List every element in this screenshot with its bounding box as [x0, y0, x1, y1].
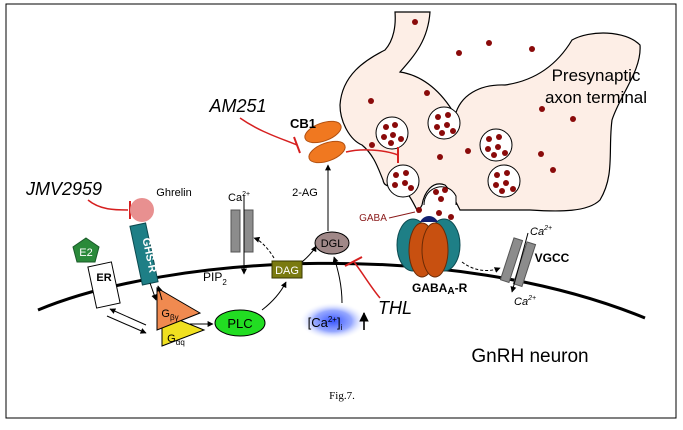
- er-label: ER: [96, 272, 111, 284]
- ca-to-dgl-arrow: [332, 256, 343, 304]
- gaba-dot: [456, 50, 462, 56]
- figure-caption: Fig.7.: [329, 390, 355, 402]
- gaba-dot: [550, 167, 556, 173]
- am251-label: AM251: [208, 96, 266, 116]
- gaba-dot: [424, 90, 430, 96]
- gaba-pointer: [388, 211, 416, 219]
- gaba-dot: [437, 154, 443, 160]
- gaba-a-r-label: GABAA-R: [412, 281, 468, 297]
- dgl-enzyme: [314, 231, 350, 255]
- cb1-label: CB1: [290, 116, 316, 131]
- vgcc-channel-left: [499, 237, 524, 284]
- dag-label: DAG: [275, 265, 299, 277]
- thl-label: THL: [378, 298, 412, 318]
- dag-to-dgl-arrow: [301, 245, 317, 263]
- vesicle: [427, 106, 461, 140]
- am251-inhibition-line: [239, 117, 298, 146]
- cb1-receptor-upper: [304, 120, 342, 144]
- er-receptor: [87, 261, 121, 309]
- vgcc-ca-bottom-label: Ca2+: [514, 295, 536, 308]
- scattered-gaba-dots: [368, 19, 576, 173]
- two-ag-label: 2-AG: [292, 187, 318, 199]
- gaba-dot: [486, 40, 492, 46]
- presynaptic-label-line2: axon terminal: [545, 88, 647, 107]
- thl-inhibition-line: [353, 261, 381, 299]
- vesicle: [386, 164, 420, 198]
- gaba-dot: [529, 46, 535, 52]
- g-beta-gamma-subunit: [156, 287, 202, 331]
- gaba-dot: [369, 142, 375, 148]
- am251-inhibition-bar: [293, 136, 301, 154]
- vgcc-ca-top-label: Ca2+: [530, 225, 552, 238]
- ca-channel-right: [243, 209, 254, 253]
- ca-channel-left: [230, 209, 241, 253]
- pip2-label: PIP2: [203, 270, 227, 287]
- vesicle: [375, 116, 409, 150]
- e2-molecule: [72, 237, 100, 263]
- e2-label: E2: [79, 247, 92, 259]
- er-to-gprotein-arrow: [106, 315, 147, 334]
- figure-frame: [5, 3, 677, 419]
- gaba-dot: [412, 19, 418, 25]
- ghrelin-molecule: [130, 198, 154, 222]
- vesicle-fusing: [423, 186, 457, 206]
- gnrh-neuron-label: GnRH neuron: [471, 346, 588, 367]
- dgl-label: DGL: [321, 238, 344, 250]
- jmv2959-label: JMV2959: [25, 179, 102, 199]
- vgcc-ca-influx-arrow: [510, 232, 529, 293]
- gaba-dot: [570, 116, 576, 122]
- plc-to-dag-arrow: [261, 281, 287, 311]
- ca-channel-label: Ca2+: [228, 191, 250, 204]
- plc-enzyme: [214, 309, 266, 337]
- cb1-inhibition-line: [345, 149, 399, 156]
- gaba-dot: [539, 106, 545, 112]
- ca-internal-label: [Ca2+]i: [308, 315, 343, 332]
- cb1-receptor-lower: [308, 140, 346, 164]
- jmv2959-inhibition-line: [87, 199, 129, 211]
- dag-to-channel-dashed-arrow: [253, 236, 275, 259]
- vesicle: [487, 164, 521, 198]
- vgcc-label: VGCC: [535, 251, 570, 265]
- gaba-dot: [538, 151, 544, 157]
- presynaptic-terminal: [339, 11, 641, 214]
- calcium-cloud: [299, 302, 367, 340]
- plc-label: PLC: [227, 316, 252, 331]
- g-alpha-q-label: Gαq: [167, 333, 185, 347]
- gaba-dot: [368, 98, 374, 104]
- vesicle: [479, 128, 513, 162]
- gprotein-to-ghsr-arrow: [156, 285, 163, 301]
- ghrelin-label: Ghrelin: [156, 187, 191, 199]
- gprotein-to-er-arrow: [109, 308, 147, 326]
- gaba-dot: [465, 148, 471, 154]
- gaba-label: GABA: [359, 213, 387, 224]
- thl-inhibition-bar: [344, 256, 363, 267]
- presynaptic-label-line1: Presynaptic: [552, 66, 641, 85]
- released-gaba: [416, 207, 454, 220]
- g-beta-gamma-label: Gβγ: [161, 308, 178, 322]
- ghsr-to-gprotein-arrow: [149, 282, 158, 301]
- gaba-a-receptor: [396, 216, 461, 278]
- gaba-a-to-vgcc-dashed-arrow: [461, 261, 501, 273]
- dag-molecule: [271, 260, 303, 279]
